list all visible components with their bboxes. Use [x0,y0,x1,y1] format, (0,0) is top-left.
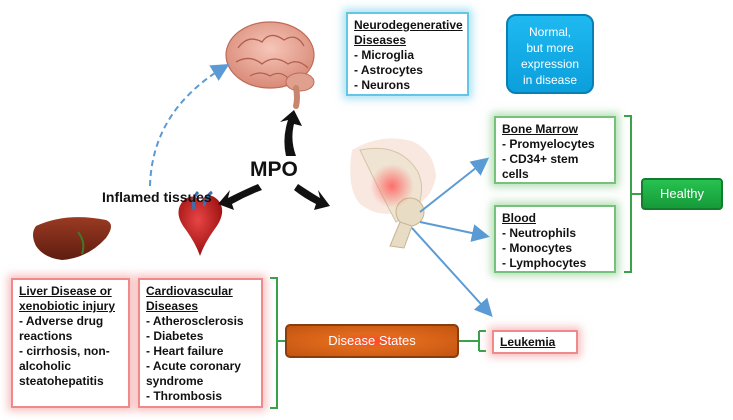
neurodegenerative-box: Neurodegenerative Diseases Microglia Ast… [346,12,469,96]
bone-marrow-title: Bone Marrow [502,122,579,136]
liver-icon [33,217,111,260]
heart-icon [178,190,223,256]
list-item: Heart failure [146,344,255,359]
list-item: cirrhosis, non-alcoholic steatohepatitis [19,344,122,389]
liver-disease-title: Liver Disease or xenobiotic injury [19,284,116,313]
joint-arrows [411,157,493,317]
neurodegenerative-list: Microglia Astrocytes Neurons [354,48,461,93]
normal-line-4: in disease [522,73,578,87]
normal-line-2: but more [526,41,574,55]
normal-line-1: Normal, [528,25,571,39]
blood-title: Blood [502,211,536,225]
list-item: Neutrophils [502,226,608,241]
cardiovascular-list: Atherosclerosis Diabetes Heart failure A… [146,314,255,404]
bone-marrow-box: Bone Marrow Promyelocytes CD34+ stem cel… [494,116,616,184]
bone-marrow-list: Promyelocytes CD34+ stem cells [502,137,608,182]
list-item: Acute coronary syndrome [146,359,255,389]
list-item: Astrocytes [354,63,461,78]
cardiovascular-title: Cardiovascular Diseases [146,284,233,313]
list-item: Adverse drug reactions [19,314,122,344]
cardiovascular-box: Cardiovascular Diseases Atherosclerosis … [138,278,263,408]
mpo-arrows [218,110,330,210]
liver-disease-list: Adverse drug reactions cirrhosis, non-al… [19,314,122,389]
list-item: CD34+ stem cells [502,152,608,182]
blood-box: Blood Neutrophils Monocytes Lymphocytes [494,205,616,273]
healthy-badge: Healthy [641,178,723,210]
hip-joint-icon [350,138,436,249]
list-item: Thrombosis [146,389,255,404]
normal-line-3: expression [520,57,580,71]
mpo-label: MPO [250,158,298,181]
list-item: Lymphocytes [502,256,608,271]
inflamed-tissues-label: Inflamed tissues [102,189,212,205]
healthy-bracket [624,115,641,273]
leukemia-box: Leukemia [492,330,578,354]
disease-bracket [270,277,486,409]
list-item: Atherosclerosis [146,314,255,329]
list-item: Neurons [354,78,461,93]
list-item: Monocytes [502,241,608,256]
normal-expression-badge: Normal, but more expression in disease [506,14,594,94]
list-item: Diabetes [146,329,255,344]
brain-icon [225,21,315,109]
leukemia-title: Leukemia [500,335,556,349]
list-item: Microglia [354,48,461,63]
disease-states-badge: Disease States [285,324,459,358]
liver-disease-box: Liver Disease or xenobiotic injury Adver… [11,278,130,408]
blood-list: Neutrophils Monocytes Lymphocytes [502,226,608,271]
list-item: Promyelocytes [502,137,608,152]
dashed-arrow [149,63,230,187]
neurodegenerative-title: Neurodegenerative Diseases [354,18,463,47]
